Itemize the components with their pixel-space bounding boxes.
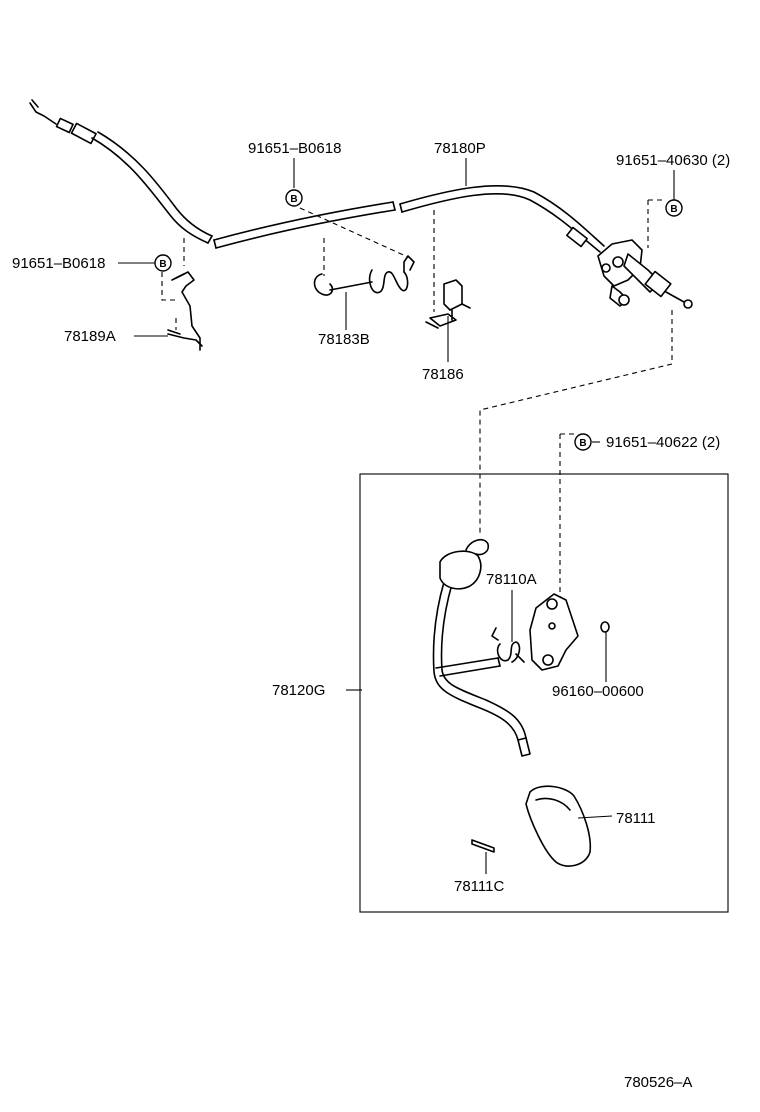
spring-78183b bbox=[313, 255, 415, 296]
pedal-assembly-frame bbox=[359, 473, 729, 913]
diagram-id: 780526–A bbox=[624, 1074, 692, 1091]
label-91651-40622: 91651–40622 (2) bbox=[606, 434, 720, 451]
accelerator-cable-left bbox=[29, 99, 213, 244]
label-78120g: 78120G bbox=[272, 682, 325, 699]
label-96160-00600: 96160–00600 bbox=[552, 683, 644, 700]
label-78186: 78186 bbox=[422, 366, 464, 383]
pedal-arm-78120g bbox=[432, 538, 531, 757]
label-91651-40630: 91651–40630 (2) bbox=[616, 152, 730, 169]
pedal-pad-78111 bbox=[525, 785, 592, 867]
relation-lines-upper bbox=[161, 199, 673, 608]
label-78183b: 78183B bbox=[318, 331, 370, 348]
badge-letter: B bbox=[159, 259, 166, 270]
badge-letter: B bbox=[670, 204, 677, 215]
label-78110a: 78110A bbox=[486, 571, 537, 588]
bolt-badge-top: B bbox=[285, 189, 303, 207]
pin-78111c bbox=[471, 839, 495, 853]
label-78111c: 78111C bbox=[454, 878, 504, 895]
clip-78189a bbox=[167, 271, 203, 351]
label-78189a: 78189A bbox=[64, 328, 116, 345]
label-78180p: 78180P bbox=[434, 140, 486, 157]
leader-lines bbox=[118, 158, 675, 874]
bolt-badge-right: B bbox=[665, 199, 683, 217]
accelerator-cable-right bbox=[399, 184, 605, 253]
label-91651-b0618-top: 91651–B0618 bbox=[248, 140, 341, 157]
label-91651-b0618-left: 91651–B0618 bbox=[12, 255, 105, 272]
bolt-badge-left: B bbox=[154, 254, 172, 272]
pedal-bracket bbox=[529, 593, 579, 671]
pedal-spring-78110a bbox=[491, 627, 525, 663]
badge-letter: B bbox=[290, 194, 297, 205]
bolt-badge-pedal: B bbox=[574, 433, 592, 451]
accelerator-cable-middle bbox=[213, 201, 396, 249]
label-78111: 78111 bbox=[616, 810, 656, 827]
washer-96160-00600 bbox=[600, 621, 610, 633]
bracket-78186 bbox=[425, 279, 471, 329]
badge-letter: B bbox=[579, 438, 586, 449]
throttle-end-assembly bbox=[597, 239, 693, 309]
